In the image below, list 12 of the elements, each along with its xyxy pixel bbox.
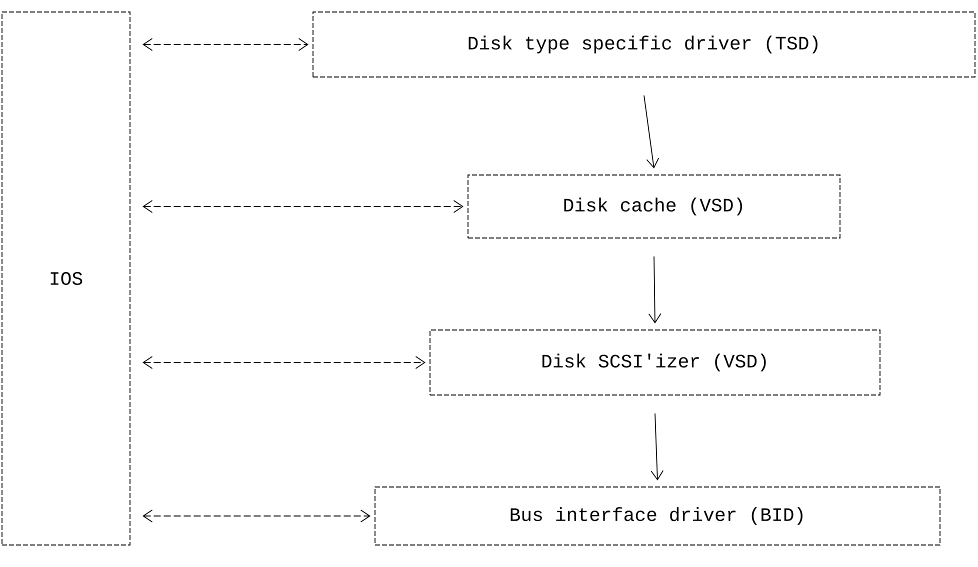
arrow: [644, 95, 660, 169]
arrow: [648, 256, 662, 324]
driver-box: Disk type specific driver (TSD): [312, 12, 976, 78]
driver-box: Bus interface driver (BID): [374, 486, 940, 546]
arrow: [142, 510, 371, 522]
arrow: [142, 38, 309, 51]
driver-box: Disk SCSI'izer (VSD): [430, 330, 880, 396]
arrow: [142, 356, 426, 369]
system-box: IOS: [2, 12, 130, 546]
arrow: [142, 200, 464, 213]
arrow: [650, 413, 664, 481]
driver-box: Disk cache (VSD): [468, 174, 840, 238]
